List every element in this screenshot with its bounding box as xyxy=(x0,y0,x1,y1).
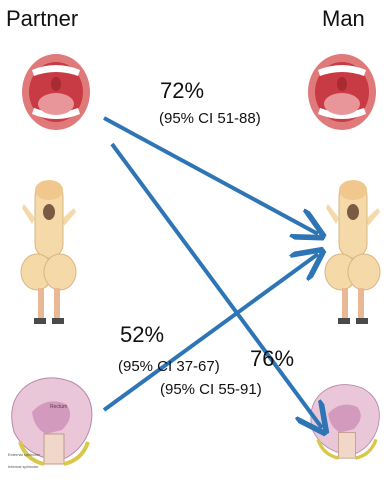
arrow-3-percent: 76% xyxy=(250,346,294,372)
arrow-3-ci: (95% CI 55-91) xyxy=(160,381,262,398)
arrow-2-ci: (95% CI 37-67) xyxy=(118,358,220,375)
arrow-1-ci: (95% CI 51-88) xyxy=(159,110,261,127)
arrow-2-percent: 52% xyxy=(120,322,164,348)
arrow-1-percent: 72% xyxy=(160,78,204,104)
